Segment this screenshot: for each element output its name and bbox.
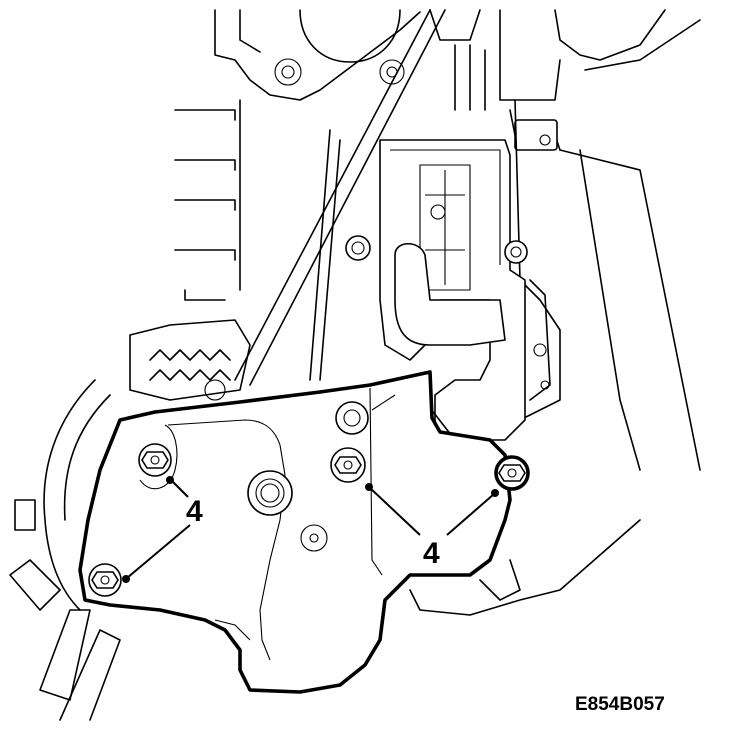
bolt-head-right [494, 455, 530, 491]
heat-shield [78, 370, 530, 694]
actuator-housing [345, 139, 528, 501]
bolt-head-top-left [138, 443, 172, 477]
bolt-head-lower-left [88, 563, 122, 597]
bolt-head-center [330, 447, 366, 483]
callout-label-left: 4 [186, 495, 203, 528]
figure-reference-code: E854B057 [575, 694, 665, 715]
callout-leaders [122, 476, 499, 583]
callout-label-right: 4 [423, 537, 440, 570]
engine-block-background [9, 9, 701, 721]
